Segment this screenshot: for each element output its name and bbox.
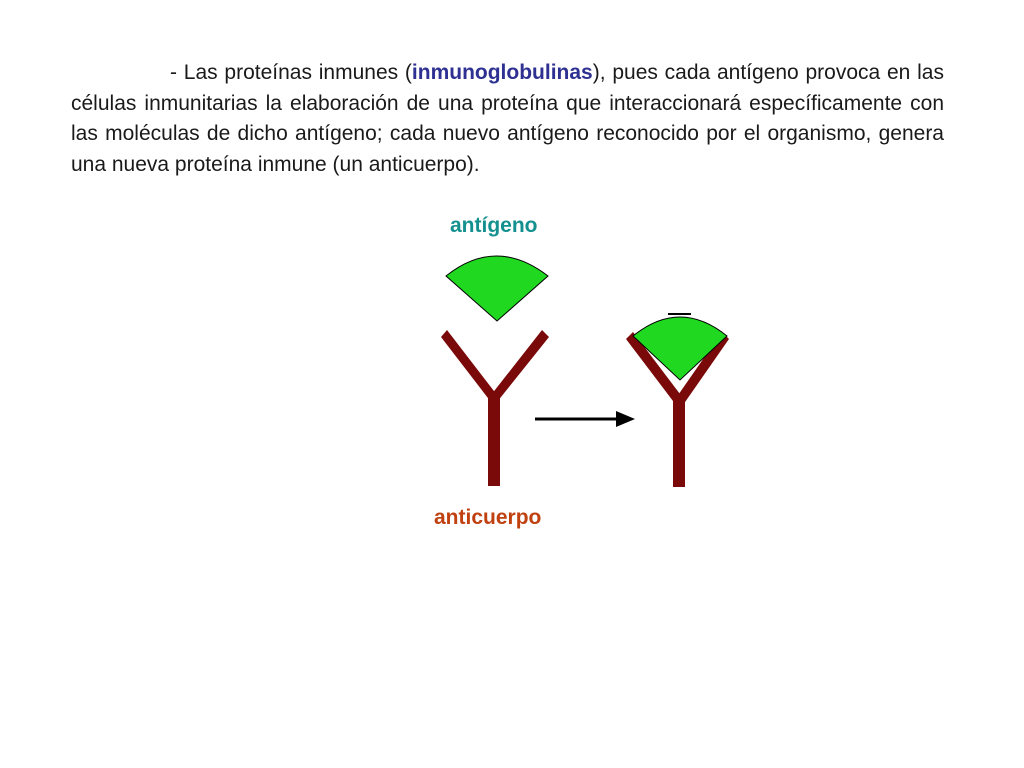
paragraph-suffix: ), pues cada antígeno provoca en las cél… bbox=[71, 61, 944, 176]
antibody-free bbox=[441, 330, 549, 486]
antibody-bound bbox=[626, 332, 729, 487]
paragraph-prefix: - Las proteínas inmunes ( bbox=[170, 61, 412, 84]
antigen-bound bbox=[632, 316, 728, 381]
antigen-label: antígeno bbox=[450, 214, 538, 237]
antigen-free bbox=[445, 255, 549, 322]
reaction-arrow bbox=[535, 411, 635, 427]
immunoglobulin-term: inmunoglobulinas bbox=[411, 61, 593, 84]
antibody-label: anticuerpo bbox=[434, 506, 542, 529]
description-paragraph: - Las proteínas inmunes (inmunoglobulina… bbox=[71, 58, 944, 180]
